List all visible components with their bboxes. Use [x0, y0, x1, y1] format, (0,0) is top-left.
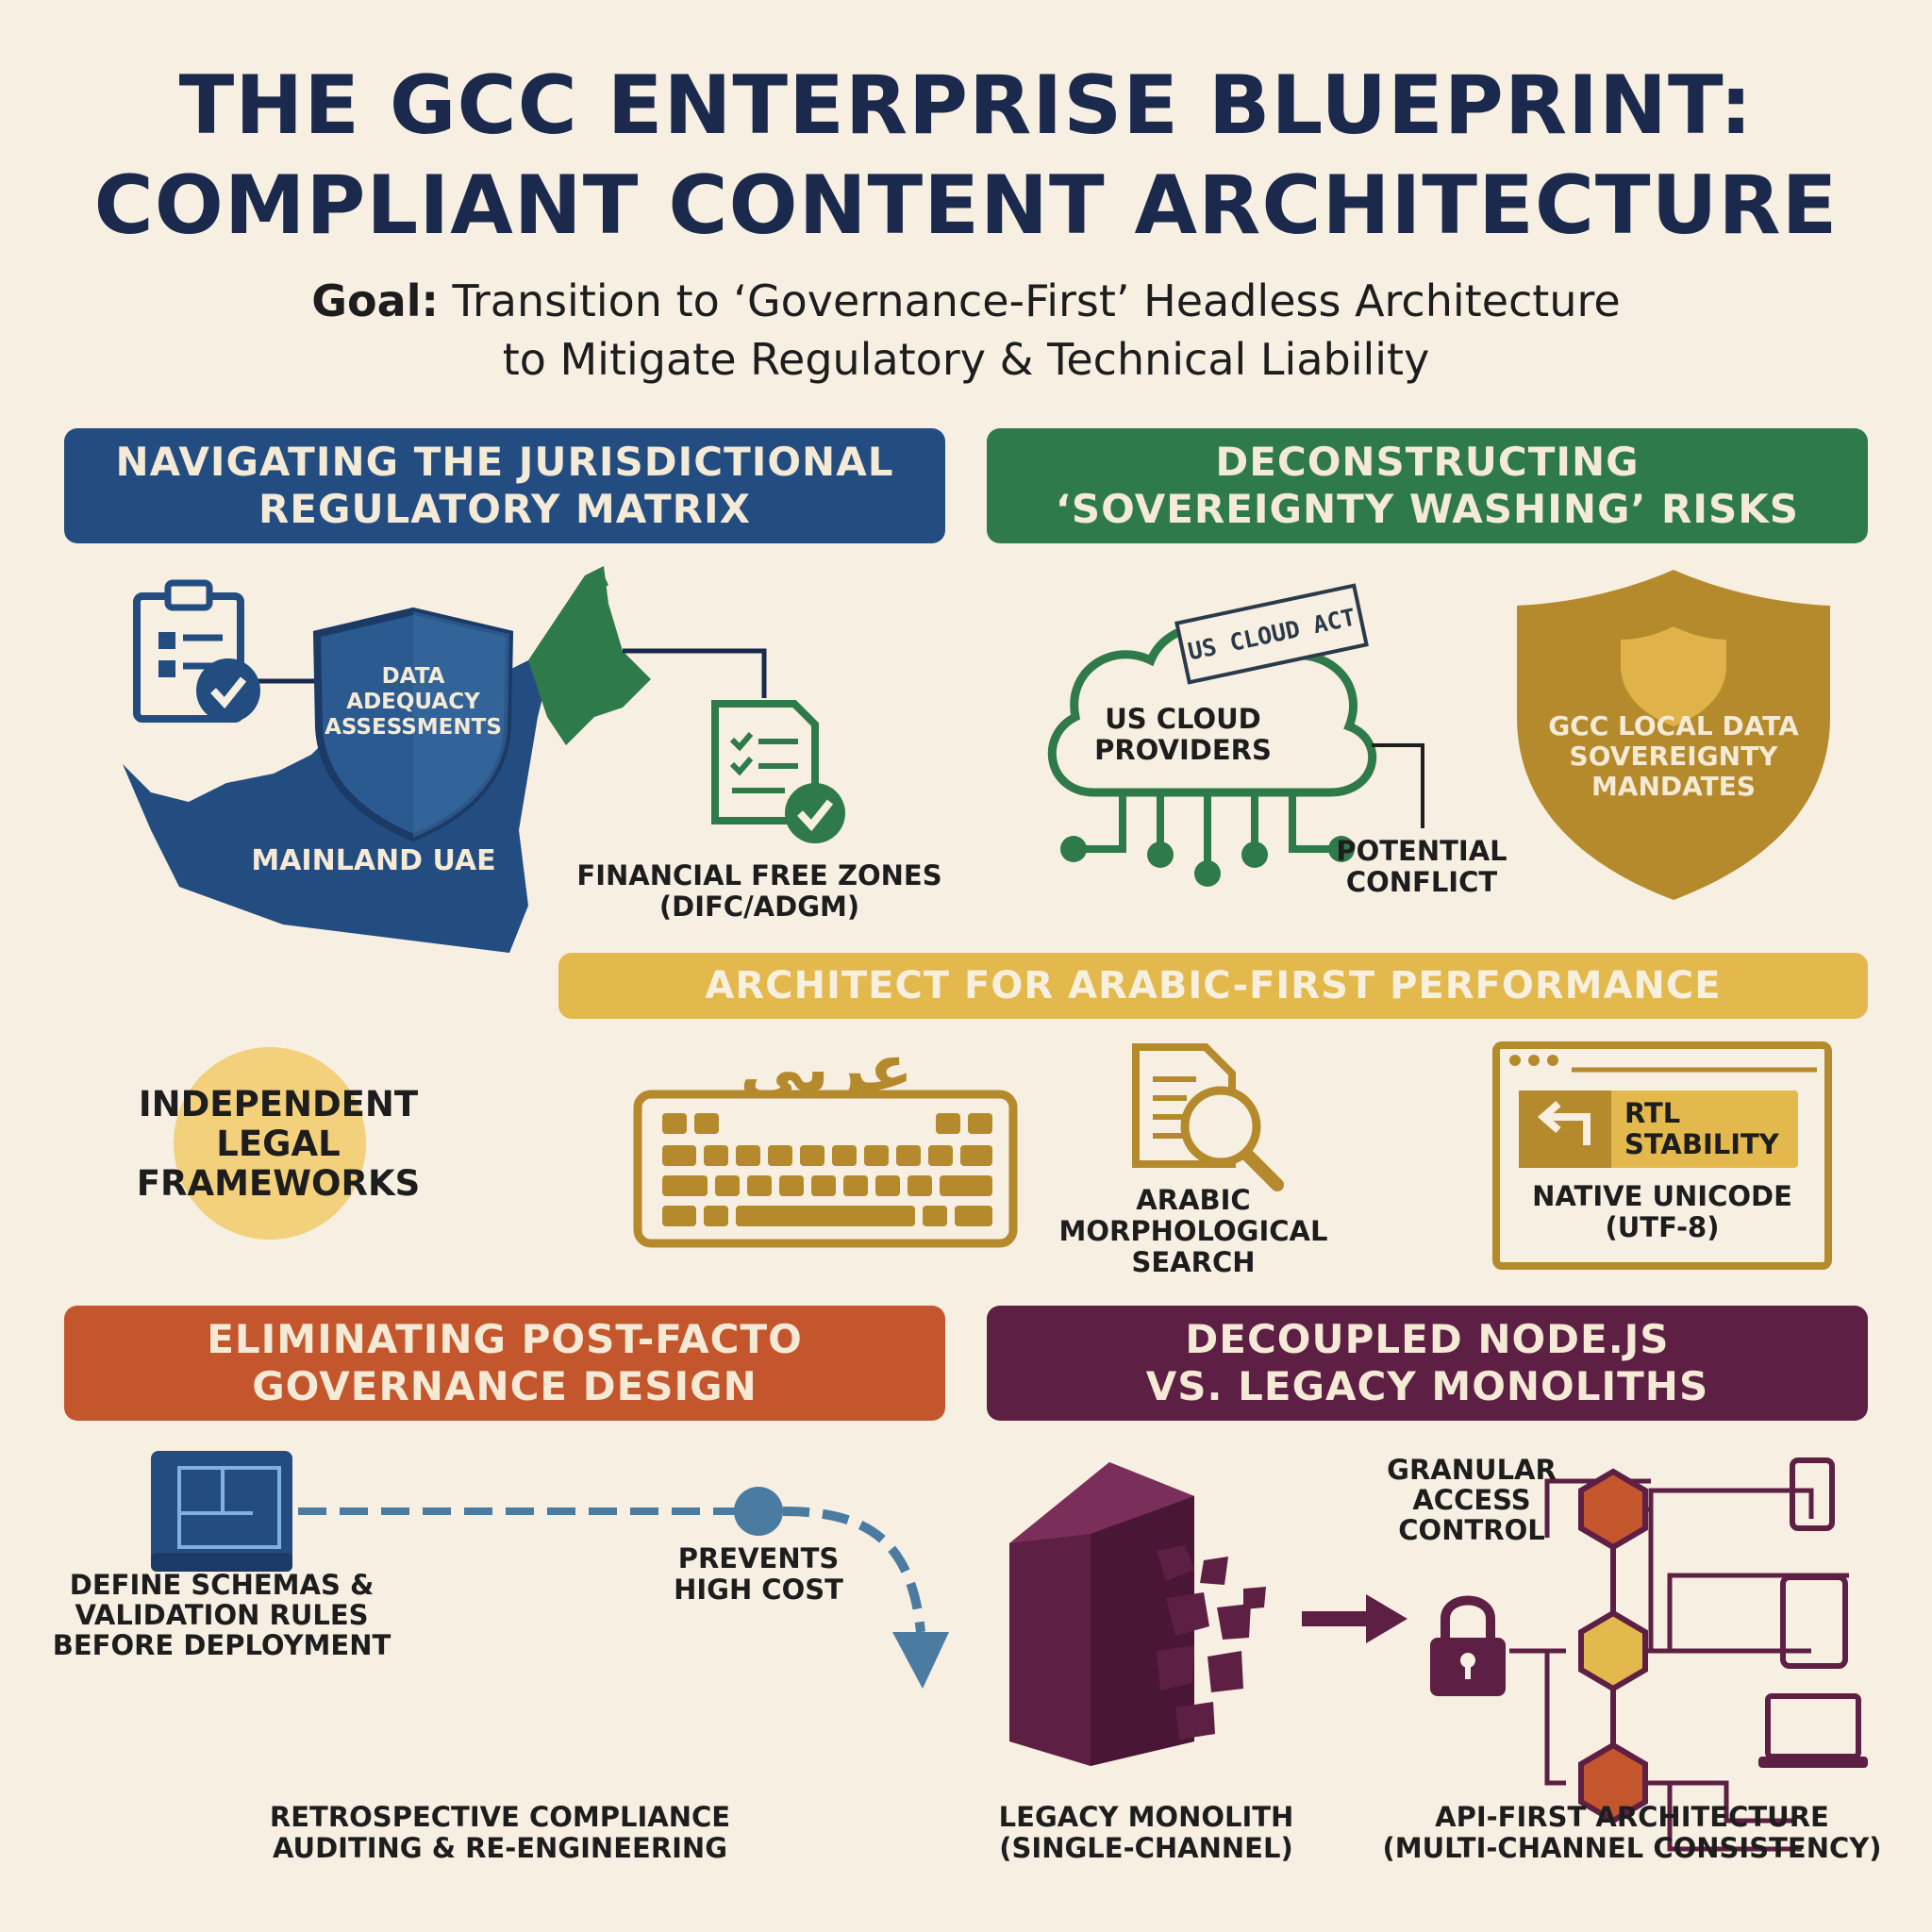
legal-frameworks-label: INDEPENDENT LEGAL FRAMEWORKS: [136, 1084, 421, 1204]
gcc-shield-text: GCC LOCAL DATA SOVEREIGNTY MANDATES: [1548, 710, 1799, 802]
api-network-graph: [1430, 1457, 1868, 1852]
schema-label: DEFINE SCHEMAS & VALIDATION RULES BEFORE…: [52, 1569, 391, 1661]
rubble-icon: [1157, 1545, 1266, 1740]
title-line-1: THE GCC ENTERPRISE BLUEPRINT:: [178, 58, 1754, 153]
cloud-label: US CLOUD PROVIDERS: [1094, 703, 1272, 766]
shield-text: DATA ADEQUACY ASSESSMENTS: [325, 664, 502, 740]
goal-line-1: Goal: Transition to ‘Governance-First’ H…: [311, 275, 1621, 326]
retro-compliance-label: RETROSPECTIVE COMPLIANCE AUDITING & RE-E…: [269, 1801, 731, 1864]
conflict-connector: [1372, 743, 1424, 828]
post-facto-banner: ELIMINATING POST-FACTO GOVERNANCE DESIGN: [64, 1306, 945, 1421]
browser-dots: [1500, 1049, 1824, 1073]
keyboard-icon: [633, 1090, 1018, 1248]
rtl-label: RTL STABILITY: [1624, 1097, 1779, 1160]
legal-frameworks-circle: [174, 1047, 366, 1240]
api-first-label: API-FIRST ARCHITECTURE (MULTI-CHANNEL CO…: [1382, 1801, 1882, 1864]
page-title: THE GCC ENTERPRISE BLUEPRINT:: [0, 57, 1932, 155]
nodejs-banner: DECOUPLED NODE.JS VS. LEGACY MONOLITHS: [987, 1306, 1868, 1421]
goal-label: Goal:: [311, 275, 439, 326]
freezone-label: FINANCIAL FREE ZONES (DIFC/ADGM): [576, 859, 942, 923]
monolith-label: LEGACY MONOLITH (SINGLE-CHANNEL): [998, 1801, 1294, 1864]
rtl-arrow-box: [1519, 1091, 1611, 1168]
map-label: MAINLAND UAE: [251, 844, 496, 877]
morph-search-label: ARABIC MORPHOLOGICAL SEARCH: [1058, 1184, 1328, 1278]
access-control-label: GRANULAR ACCESS CONTROL: [1387, 1454, 1557, 1546]
clipboard-check-icon: [133, 579, 260, 723]
blueprint-icon: [151, 1451, 292, 1572]
unicode-label: NATIVE UNICODE (UTF-8): [1532, 1180, 1792, 1243]
pipeline-arrow: [298, 1487, 949, 1689]
page-title-line-2: COMPLIANT CONTENT ARCHITECTURE: [93, 158, 1839, 253]
shield-icon: [312, 607, 514, 842]
arrow-right-icon: [1302, 1594, 1407, 1643]
sovereignty-banner: DECONSTRUCTING ‘SOVEREIGNTY WASHING’ RIS…: [987, 428, 1868, 543]
gcc-shield-icon: [1517, 570, 1830, 900]
document-check-icon: [711, 700, 845, 843]
goal-line-2: to Mitigate Regulatory & Technical Liabi…: [502, 334, 1430, 385]
rtl-arrow-icon: [1537, 1100, 1591, 1145]
search-document-icon: [1132, 1043, 1284, 1191]
jurisdiction-banner: NAVIGATING THE JURISDICTIONAL REGULATORY…: [64, 428, 945, 543]
conflict-label: POTENTIAL CONFLICT: [1336, 835, 1507, 898]
prevents-cost-label: PREVENTS HIGH COST: [674, 1542, 843, 1606]
cloud-icon: [1047, 621, 1377, 887]
arabic-first-banner: ARCHITECT FOR ARABIC-FIRST PERFORMANCE: [558, 953, 1868, 1019]
